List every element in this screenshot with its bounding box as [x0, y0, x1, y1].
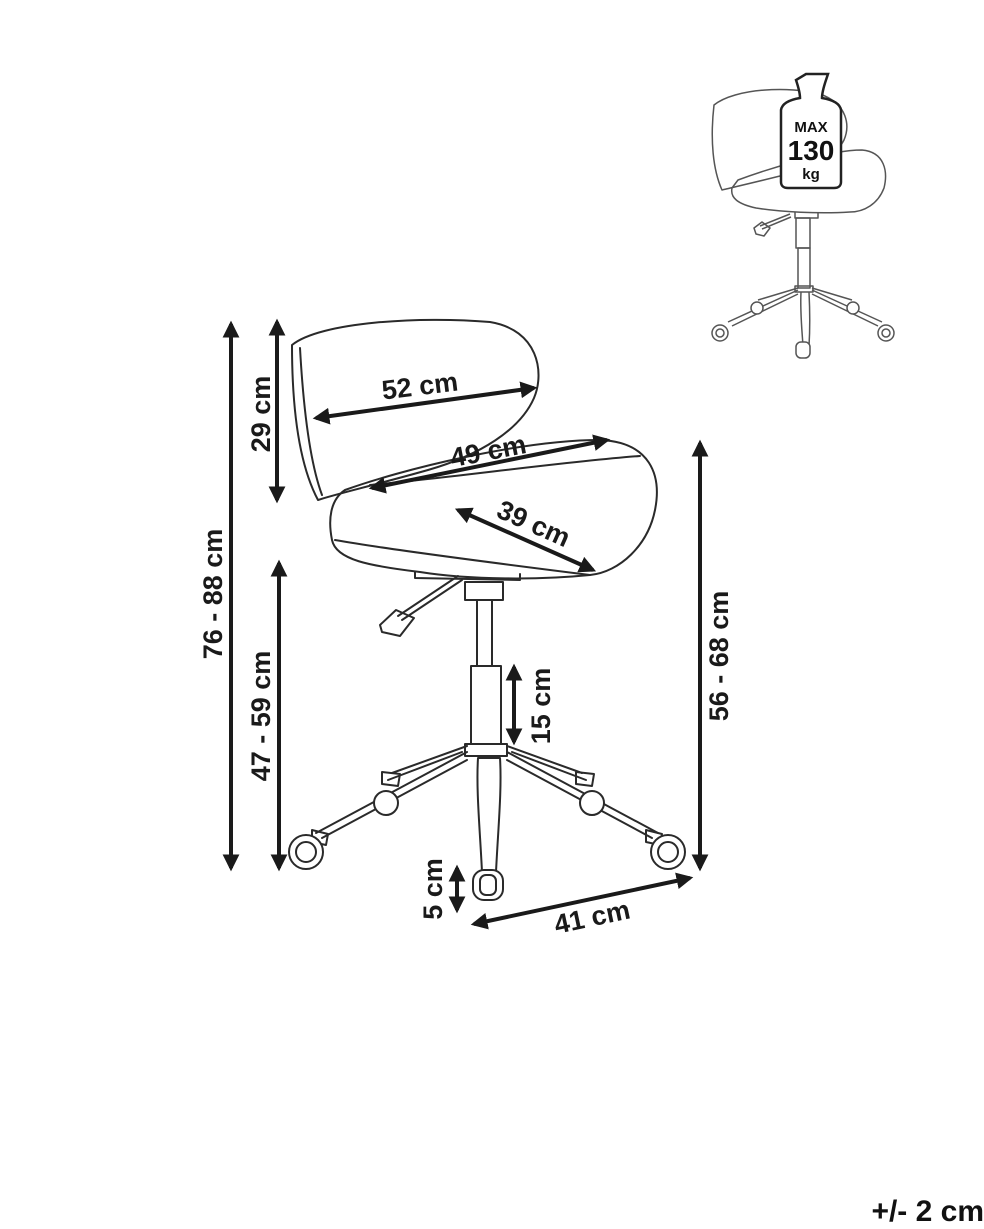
label-gas-lift: 15 cm: [526, 668, 556, 745]
label-front-height: 56 - 68 cm: [704, 591, 734, 722]
badge-unit: kg: [802, 166, 820, 183]
caster-stem-back-left: [381, 771, 401, 787]
badge-number: 130: [788, 135, 835, 166]
max-load-badge: MAX 130 kg: [779, 72, 843, 190]
label-backrest-height: 29 cm: [246, 376, 276, 453]
tolerance-note: +/- 2 cm: [871, 1195, 984, 1228]
arrow-backrest-width: [312, 381, 538, 425]
arrow-seat-depth: [454, 507, 597, 573]
dimension-arrows: [222, 318, 709, 930]
arrow-seat-width: [368, 434, 611, 494]
base-hub: [464, 743, 508, 757]
column-top-cap: [464, 581, 504, 601]
thumbnail-casters: [711, 301, 895, 359]
casters: [288, 790, 686, 901]
chair-main-drawing: [291, 318, 663, 873]
base-leg-right: [506, 751, 659, 839]
label-total-height: 76 - 88 cm: [198, 529, 228, 660]
column-lower-tube: [470, 665, 502, 745]
column-upper-tube: [476, 599, 493, 667]
caster-stem-back-right: [575, 771, 595, 787]
label-base-radius: 41 cm: [552, 895, 633, 940]
seat-mechanism: [414, 571, 521, 581]
badge-max: MAX: [794, 119, 827, 136]
label-seat-height: 47 - 59 cm: [246, 651, 276, 782]
caster-back-left: [373, 790, 399, 816]
arrow-base-radius: [470, 872, 694, 930]
lever-arm-2: [401, 579, 463, 621]
backrest-inner-edge: [299, 347, 323, 496]
backrest-outline: [291, 318, 540, 501]
lever-paddle: [379, 609, 415, 637]
chair-dimension-diagram: 76 - 88 cm 29 cm 47 - 59 cm 52 cm 49 cm …: [198, 72, 895, 940]
base-leg-back-right: [506, 745, 587, 781]
caster-back-right: [579, 790, 605, 816]
label-seat-width: 49 cm: [448, 429, 529, 473]
label-caster-height: 5 cm: [418, 858, 448, 920]
weight-icon: [779, 72, 843, 190]
lever-arm: [397, 575, 459, 617]
base-leg-front: [476, 757, 502, 873]
